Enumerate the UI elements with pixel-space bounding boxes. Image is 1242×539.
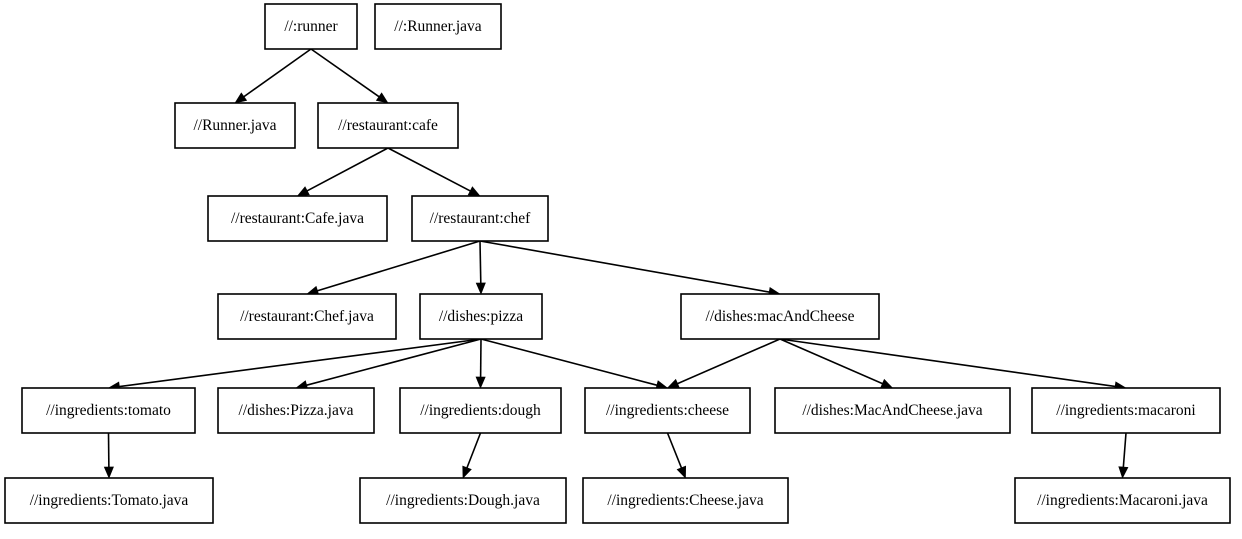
- edge-restaurant_chef-to-restaurant_chef_java: [317, 240, 481, 292]
- edge-restaurant_cafe-to-restaurant_chef: [387, 147, 471, 192]
- node-label: //:runner: [284, 18, 338, 35]
- node-label: //restaurant:Cafe.java: [231, 210, 364, 227]
- arrowhead-icon: [296, 186, 310, 197]
- graph-node-ingredients_macaroni[interactable]: //ingredients:macaroni: [1031, 387, 1221, 434]
- graph-node-dishes_macandcheese_java[interactable]: //dishes:MacAndCheese.java: [774, 387, 1011, 434]
- graph-node-dishes_pizza[interactable]: //dishes:pizza: [419, 293, 543, 340]
- arrowhead-icon: [666, 378, 680, 389]
- edges-layer: [103, 48, 1129, 479]
- node-box: [174, 102, 296, 149]
- graph-node-runner_java[interactable]: //Runner.java: [174, 102, 296, 149]
- graph-node-runner_java_root[interactable]: //:Runner.java: [374, 3, 502, 50]
- graph-node-restaurant_cafe[interactable]: //restaurant:cafe: [317, 102, 459, 149]
- edge-restaurant_cafe-to-restaurant_cafe_java: [306, 147, 389, 192]
- graph-node-dishes_macandcheese[interactable]: //dishes:macAndCheese: [680, 293, 880, 340]
- node-label: //dishes:macAndCheese: [706, 308, 855, 325]
- edge-dishes_pizza-to-ingredients_cheese: [480, 338, 658, 386]
- node-label: //ingredients:tomato: [46, 402, 171, 419]
- node-box: [217, 387, 375, 434]
- graph-node-restaurant_chef_java[interactable]: //restaurant:Chef.java: [217, 293, 397, 340]
- edge-runner-to-restaurant_cafe: [310, 48, 380, 98]
- node-label: //ingredients:Cheese.java: [607, 492, 763, 509]
- node-label: //restaurant:Chef.java: [240, 308, 374, 325]
- graph-node-restaurant_chef[interactable]: //restaurant:chef: [411, 195, 549, 242]
- node-label: //ingredients:cheese: [606, 402, 729, 419]
- graph-node-runner[interactable]: //:runner: [264, 3, 358, 50]
- node-box: [584, 387, 751, 434]
- edge-ingredients_dough-to-ingredients_dough_java: [466, 432, 482, 469]
- node-label: //restaurant:cafe: [338, 117, 438, 134]
- node-box: [359, 477, 567, 524]
- node-box: [217, 293, 397, 340]
- node-label: //dishes:Pizza.java: [239, 402, 354, 419]
- node-label: //dishes:pizza: [439, 308, 523, 325]
- graph-node-ingredients_tomato[interactable]: //ingredients:tomato: [21, 387, 196, 434]
- nodes-layer: //:runner //:Runner.java //Runner.java //re…: [4, 3, 1231, 524]
- arrowhead-icon: [234, 92, 248, 104]
- edge-dishes_macandcheese-to-dishes_macandcheese_java: [779, 338, 883, 385]
- node-box: [21, 387, 196, 434]
- edge-dishes_pizza-to-dishes_pizza_java: [306, 338, 482, 386]
- graph-node-ingredients_macaroni_java[interactable]: //ingredients:Macaroni.java: [1014, 477, 1231, 524]
- node-label: //ingredients:Dough.java: [386, 492, 540, 509]
- node-box: [317, 102, 459, 149]
- arrowhead-icon: [375, 92, 389, 104]
- node-label: //restaurant:chef: [430, 210, 532, 227]
- node-label: //ingredients:dough: [420, 402, 541, 419]
- edge-dishes_macandcheese-to-ingredients_cheese: [677, 338, 781, 385]
- node-label: //ingredients:Macaroni.java: [1037, 492, 1208, 509]
- node-box: [1014, 477, 1231, 524]
- node-box: [1031, 387, 1221, 434]
- node-box: [774, 387, 1011, 434]
- graph-node-dishes_pizza_java[interactable]: //dishes:Pizza.java: [217, 387, 375, 434]
- arrowhead-icon: [467, 186, 481, 197]
- graph-node-ingredients_tomato_java[interactable]: //ingredients:Tomato.java: [4, 477, 214, 524]
- graph-node-ingredients_cheese[interactable]: //ingredients:cheese: [584, 387, 751, 434]
- node-label: //dishes:MacAndCheese.java: [802, 402, 982, 419]
- node-box: [207, 195, 388, 242]
- graph-node-ingredients_dough[interactable]: //ingredients:dough: [399, 387, 562, 434]
- edge-restaurant_chef-to-dishes_macandcheese: [479, 240, 770, 293]
- node-label: //ingredients:macaroni: [1056, 402, 1196, 419]
- edge-ingredients_cheese-to-ingredients_cheese_java: [666, 432, 683, 469]
- node-box: [399, 387, 562, 434]
- edge-ingredients_macaroni-to-ingredients_macaroni_java: [1122, 432, 1127, 468]
- node-label: //:Runner.java: [394, 18, 482, 35]
- graph-node-ingredients_cheese_java[interactable]: //ingredients:Cheese.java: [582, 477, 789, 524]
- edge-dishes_macandcheese-to-ingredients_macaroni: [779, 338, 1116, 388]
- node-box: [582, 477, 789, 524]
- node-box: [264, 3, 358, 50]
- edge-restaurant_chef-to-dishes_pizza: [479, 240, 482, 284]
- arrowhead-icon: [103, 466, 114, 479]
- arrowhead-icon: [475, 376, 486, 389]
- node-box: [411, 195, 549, 242]
- arrowhead-icon: [676, 465, 686, 479]
- edge-dishes_pizza-to-ingredients_tomato: [119, 338, 482, 388]
- arrowhead-icon: [1118, 466, 1129, 479]
- graph-node-ingredients_dough_java[interactable]: //ingredients:Dough.java: [359, 477, 567, 524]
- node-label: //ingredients:Tomato.java: [30, 492, 189, 509]
- node-box: [374, 3, 502, 50]
- node-box: [4, 477, 214, 524]
- graph-node-restaurant_cafe_java[interactable]: //restaurant:Cafe.java: [207, 195, 388, 242]
- node-box: [680, 293, 880, 340]
- edge-runner-to-runner_java: [243, 48, 312, 98]
- arrowhead-icon: [475, 282, 486, 295]
- node-box: [419, 293, 543, 340]
- node-label: //Runner.java: [193, 117, 276, 134]
- arrowhead-icon: [462, 465, 472, 479]
- arrowhead-icon: [880, 378, 894, 389]
